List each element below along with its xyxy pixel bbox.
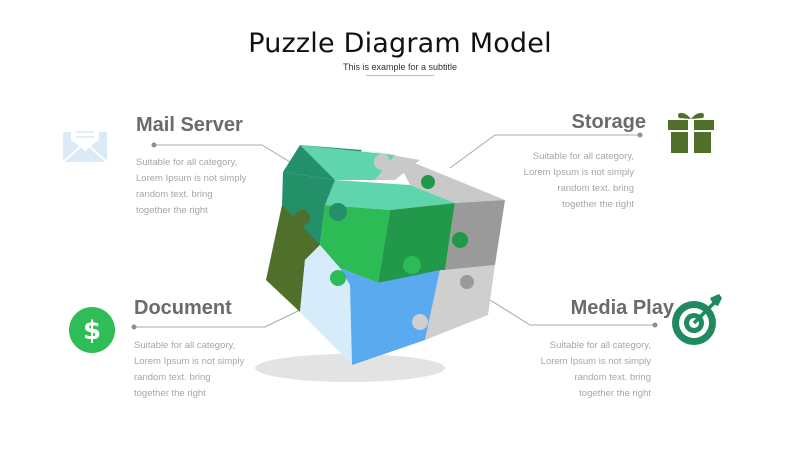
connector-dot-storage: [637, 132, 643, 138]
puzzle-cube: [266, 145, 505, 365]
connector-mail-server: [154, 144, 301, 169]
heading-mail-server: Mail Server: [136, 114, 243, 136]
cube-right-piece-2: [425, 265, 495, 340]
desc-line: together the right: [562, 199, 634, 210]
cube-right-piece-1: [445, 200, 505, 270]
cube-knob-4: [403, 256, 421, 274]
connector-dot-document: [131, 324, 137, 330]
desc-line: Lorem Ipsum is not simply: [523, 167, 634, 178]
page-subtitle: This is example for a subtitle: [342, 62, 458, 72]
page-title: Puzzle Diagram Model: [248, 28, 552, 59]
desc-line: Lorem Ipsum is not simply: [540, 356, 651, 367]
connector-document: [134, 309, 301, 328]
connector-media-play: [489, 299, 655, 326]
desc-line: random text. bring: [136, 189, 213, 200]
desc-mail-server: Suitable for all category, Lorem Ipsum i…: [136, 155, 266, 219]
cube-front-piece-1: [320, 205, 390, 283]
heading-media-play: Media Play: [570, 297, 674, 319]
cube-knob-3: [452, 232, 468, 248]
cube-top-piece-4: [395, 155, 505, 203]
connector-lines: [134, 134, 655, 328]
cube-front-piece-2: [378, 203, 455, 283]
cube-knob-6: [460, 275, 474, 289]
desc-line: Lorem Ipsum is not simply: [136, 173, 247, 184]
desc-line: random text. bring: [557, 183, 634, 194]
cube-front-piece-3: [340, 268, 440, 365]
desc-line: random text. bring: [134, 372, 211, 383]
desc-line: Suitable for all category,: [549, 340, 651, 351]
heading-storage: Storage: [571, 111, 646, 133]
desc-document: Suitable for all category, Lorem Ipsum i…: [134, 338, 264, 402]
cube-knob-9: [421, 175, 435, 189]
connector-storage: [449, 134, 640, 169]
subtitle-underline: [366, 75, 434, 76]
cube-knob-7: [412, 314, 428, 330]
desc-line: Suitable for all category,: [136, 157, 238, 168]
cube-shadow: [255, 354, 445, 382]
cube-knob-5: [330, 270, 346, 286]
desc-line: random text. bring: [574, 372, 651, 383]
desc-line: together the right: [579, 388, 651, 399]
desc-media-play: Suitable for all category, Lorem Ipsum i…: [521, 338, 651, 402]
connector-dot-media-play: [652, 322, 658, 328]
desc-line: Suitable for all category,: [134, 340, 236, 351]
gift-icon: [668, 112, 714, 153]
cube-knob-1: [329, 203, 347, 221]
connector-dot-mail-server: [151, 142, 157, 148]
heading-document: Document: [134, 297, 232, 319]
desc-line: Lorem Ipsum is not simply: [134, 356, 245, 367]
desc-line: Suitable for all category,: [532, 151, 634, 162]
cube-top-piece-5: [325, 180, 455, 210]
cube-knob-2: [294, 210, 310, 226]
cube-left-piece-2: [266, 205, 320, 312]
dollar-icon: $: [69, 307, 115, 353]
target-icon: [672, 294, 722, 345]
cube-top-piece-3: [362, 150, 420, 180]
desc-storage: Suitable for all category, Lorem Ipsum i…: [504, 149, 634, 213]
cube-top-piece-2: [300, 145, 395, 180]
mail-icon: [62, 126, 108, 163]
desc-line: together the right: [134, 388, 206, 399]
cube-knob-8: [374, 154, 390, 170]
svg-text:$: $: [83, 316, 101, 346]
desc-line: together the right: [136, 205, 208, 216]
